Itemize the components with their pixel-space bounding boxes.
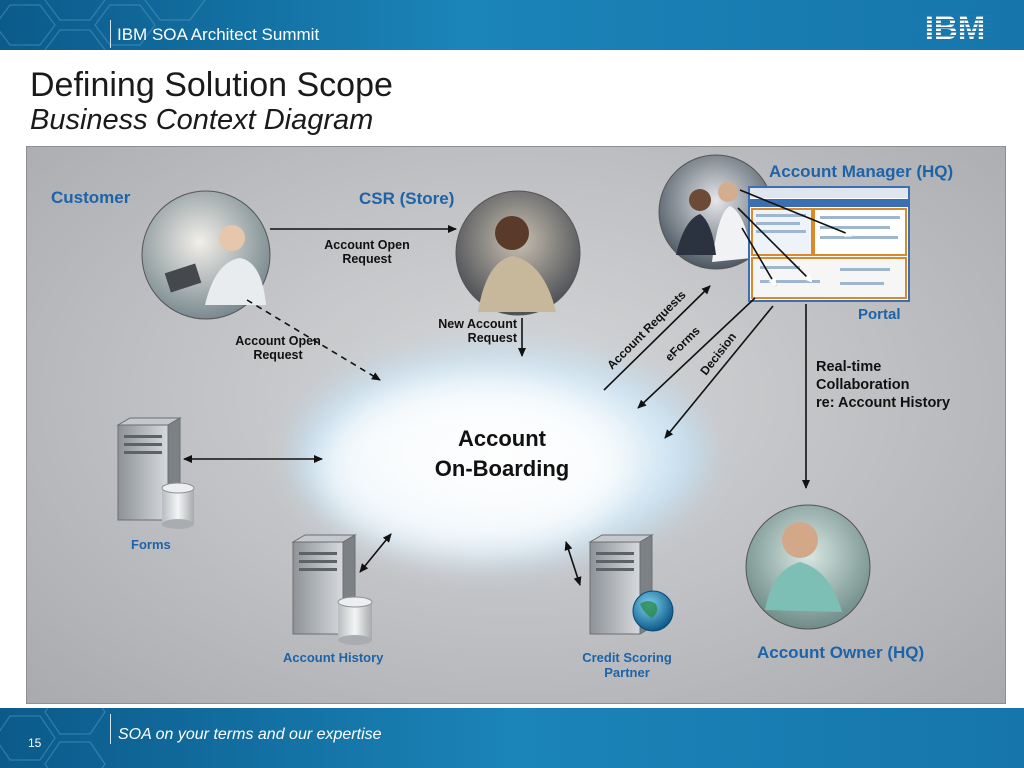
csr-photo	[455, 190, 581, 316]
credit-scoring-label: Credit Scoring Partner	[566, 650, 688, 680]
account-manager-photo	[658, 154, 774, 270]
center-label: Account On-Boarding	[410, 424, 594, 484]
account-open-request-1-line1: Account Open	[324, 238, 410, 252]
footer-hexagon-pattern	[0, 708, 106, 768]
csr-label: CSR (Store)	[359, 189, 455, 208]
credit-scoring-server-icon	[588, 534, 674, 635]
header-bar: IBM SOA Architect Summit IBM	[0, 0, 1024, 50]
account-history-label: Account History	[283, 650, 384, 665]
account-open-request-label-2: Account Open Request	[220, 334, 336, 362]
portal-label: Portal	[858, 306, 901, 323]
account-history-server-icon	[291, 534, 373, 645]
slide-title: Defining Solution Scope	[30, 66, 393, 104]
realtime-line2: Collaboration	[816, 377, 910, 393]
account-manager-label: Account Manager (HQ)	[769, 162, 954, 181]
footer-tagline: SOA on your terms and our expertise	[118, 726, 382, 743]
account-open-request-1-line2: Request	[342, 252, 392, 266]
account-owner-label: Account Owner (HQ)	[757, 643, 925, 662]
onboarding-cloud	[295, 350, 705, 560]
realtime-line1: Real-time	[816, 359, 882, 375]
account-open-request-2-line2: Request	[253, 348, 303, 362]
credit-scoring-line2: Partner	[604, 665, 650, 680]
new-account-request-label: New Account Request	[410, 317, 517, 345]
customer-photo	[141, 190, 271, 320]
footer-bar: SOA on your terms and our expertise 15	[0, 708, 1024, 768]
account-owner-photo	[745, 504, 871, 630]
page-number: 15	[28, 736, 42, 750]
account-open-request-label-1: Account Open Request	[309, 238, 425, 266]
slide-subtitle: Business Context Diagram	[30, 104, 374, 136]
new-account-request-line2: Request	[467, 331, 517, 345]
new-account-request-line1: New Account	[438, 317, 517, 331]
portal-screenshot	[748, 186, 910, 302]
credit-scoring-line1: Credit Scoring	[582, 650, 672, 665]
forms-label: Forms	[131, 537, 171, 552]
center-label-line1: Account	[458, 426, 546, 451]
forms-server-icon	[116, 417, 195, 529]
hexagon-pattern	[0, 0, 206, 50]
account-open-request-2-line1: Account Open	[235, 334, 321, 348]
footer-divider	[110, 714, 111, 744]
customer-label: Customer	[51, 188, 131, 207]
realtime-line3: re: Account History	[816, 395, 951, 411]
center-label-line2: On-Boarding	[434, 456, 570, 481]
header-divider	[110, 20, 111, 48]
realtime-collaboration-label: Real-time Collaboration re: Account Hist…	[816, 358, 950, 412]
event-title: IBM SOA Architect Summit	[117, 25, 320, 44]
eforms-label: eForms	[662, 323, 703, 364]
flow-arrows	[183, 189, 854, 586]
ibm-logo: IBM	[918, 10, 992, 42]
